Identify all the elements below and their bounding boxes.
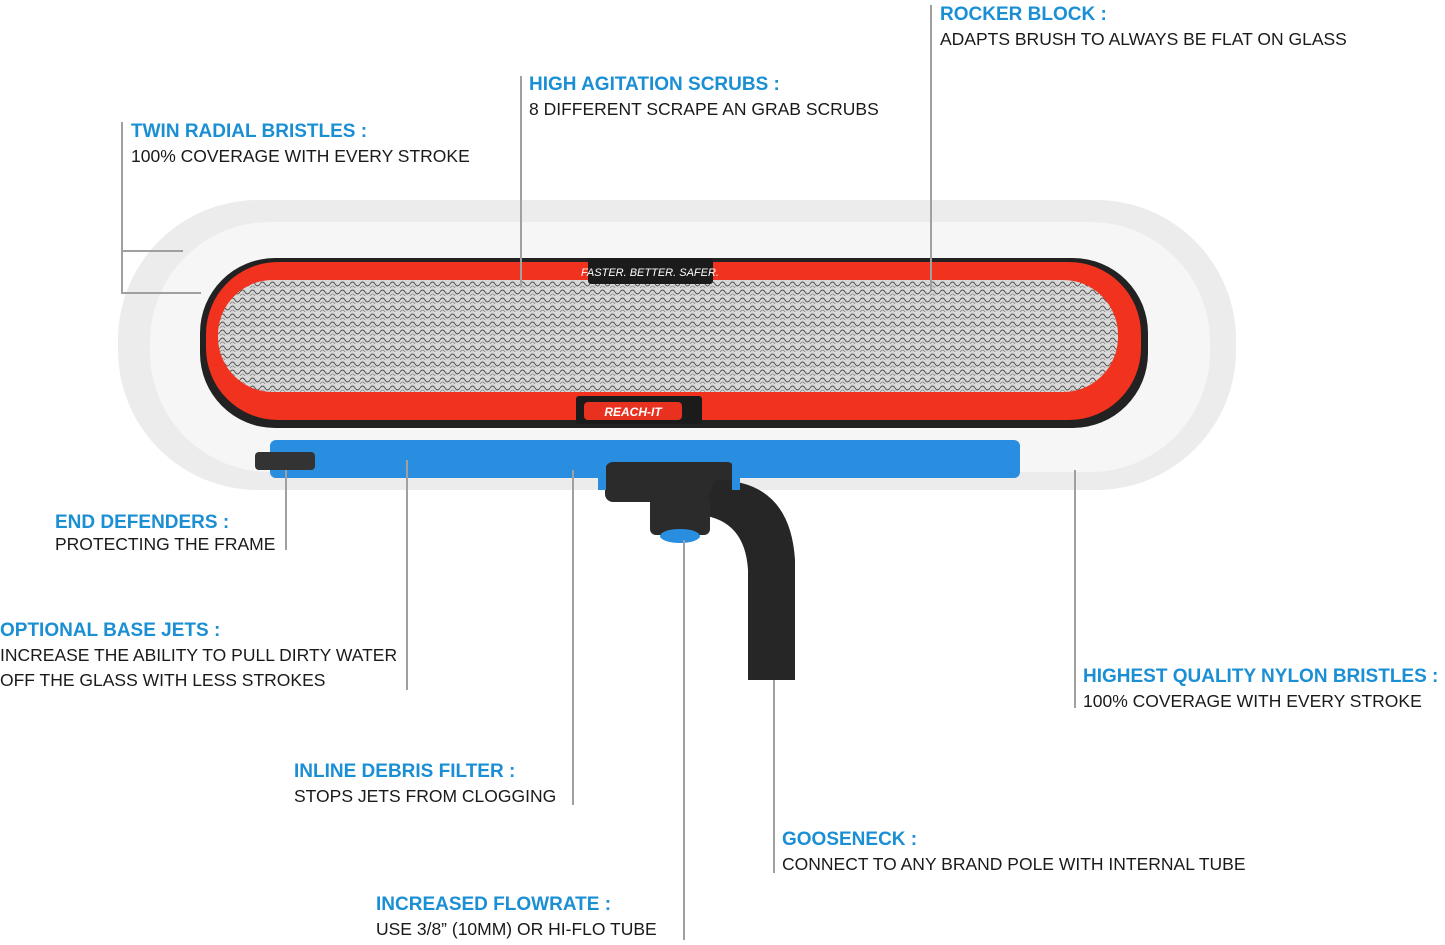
- callout-gooseneck: GOOSENECK : CONNECT TO ANY BRAND POLE WI…: [782, 828, 1246, 877]
- callout-debris-filter: INLINE DEBRIS FILTER : STOPS JETS FROM C…: [294, 760, 556, 809]
- logo-text: REACH-IT: [604, 405, 663, 419]
- leader-line-flowrate: [683, 540, 685, 940]
- red-scrub-pad: FASTER. BETTER. SAFER. REACH-IT: [200, 258, 1148, 428]
- tagline-text: FASTER. BETTER. SAFER.: [581, 267, 719, 279]
- callout-title: OPTIONAL BASE JETS :: [0, 620, 221, 641]
- callout-title: GOOSENECK :: [782, 829, 918, 850]
- callout-desc: STOPS JETS FROM CLOGGING: [294, 786, 557, 806]
- callout-title: INCREASED FLOWRATE :: [376, 894, 612, 915]
- leader-line-filter: [572, 470, 574, 805]
- callout-title: INLINE DEBRIS FILTER :: [294, 761, 516, 782]
- callout-desc: INCREASE THE ABILITY TO PULL DIRTY WATER: [0, 645, 398, 665]
- end-defender: [255, 452, 315, 470]
- callout-desc: 100% COVERAGE WITH EVERY STROKE: [1083, 691, 1422, 711]
- callout-desc: PROTECTING THE FRAME: [55, 534, 276, 554]
- callout-twin-radial: TWIN RADIAL BRISTLES : 100% COVERAGE WIT…: [131, 120, 470, 169]
- callout-end-defenders: END DEFENDERS : PROTECTING THE FRAME: [55, 512, 275, 554]
- callout-title: HIGHEST QUALITY NYLON BRISTLES :: [1083, 666, 1439, 687]
- callout-rocker-block: ROCKER BLOCK : ADAPTS BRUSH TO ALWAYS BE…: [940, 3, 1347, 52]
- tagline-label: [588, 258, 713, 284]
- leader-tick-twin-2: [121, 292, 201, 294]
- leader-line-rocker: [930, 5, 932, 290]
- leader-line-agitation: [520, 76, 522, 286]
- callout-flowrate: INCREASED FLOWRATE : USE 3/8” (10MM) OR …: [376, 893, 657, 942]
- blue-frame: [255, 440, 1020, 478]
- callout-title: TWIN RADIAL BRISTLES :: [131, 121, 368, 142]
- leader-line-jets: [406, 460, 408, 690]
- callout-desc: OFF THE GLASS WITH LESS STROKES: [0, 670, 326, 690]
- callout-desc: 100% COVERAGE WITH EVERY STROKE: [131, 146, 470, 166]
- callout-title: ROCKER BLOCK :: [940, 4, 1107, 25]
- callout-base-jets: OPTIONAL BASE JETS : INCREASE THE ABILIT…: [0, 619, 397, 693]
- callout-title: HIGH AGITATION SCRUBS :: [529, 74, 780, 95]
- leader-line-nylon: [1074, 470, 1076, 708]
- callout-nylon-bristles: HIGHEST QUALITY NYLON BRISTLES : 100% CO…: [1083, 665, 1438, 714]
- callout-desc: ADAPTS BRUSH TO ALWAYS BE FLAT ON GLASS: [940, 29, 1347, 49]
- leader-line-gooseneck: [773, 680, 775, 873]
- callout-high-agitation: HIGH AGITATION SCRUBS : 8 DIFFERENT SCRA…: [529, 73, 879, 122]
- leader-line-defenders: [285, 470, 287, 550]
- callout-title: END DEFENDERS :: [55, 512, 230, 533]
- callout-desc: USE 3/8” (10MM) OR HI-FLO TUBE: [376, 919, 657, 939]
- leader-line-twin: [121, 122, 123, 293]
- callout-desc: CONNECT TO ANY BRAND POLE WITH INTERNAL …: [782, 854, 1246, 874]
- leader-tick-twin-1: [121, 250, 183, 252]
- gooseneck: [598, 462, 795, 680]
- callout-desc: 8 DIFFERENT SCRAPE AN GRAB SCRUBS: [529, 99, 879, 119]
